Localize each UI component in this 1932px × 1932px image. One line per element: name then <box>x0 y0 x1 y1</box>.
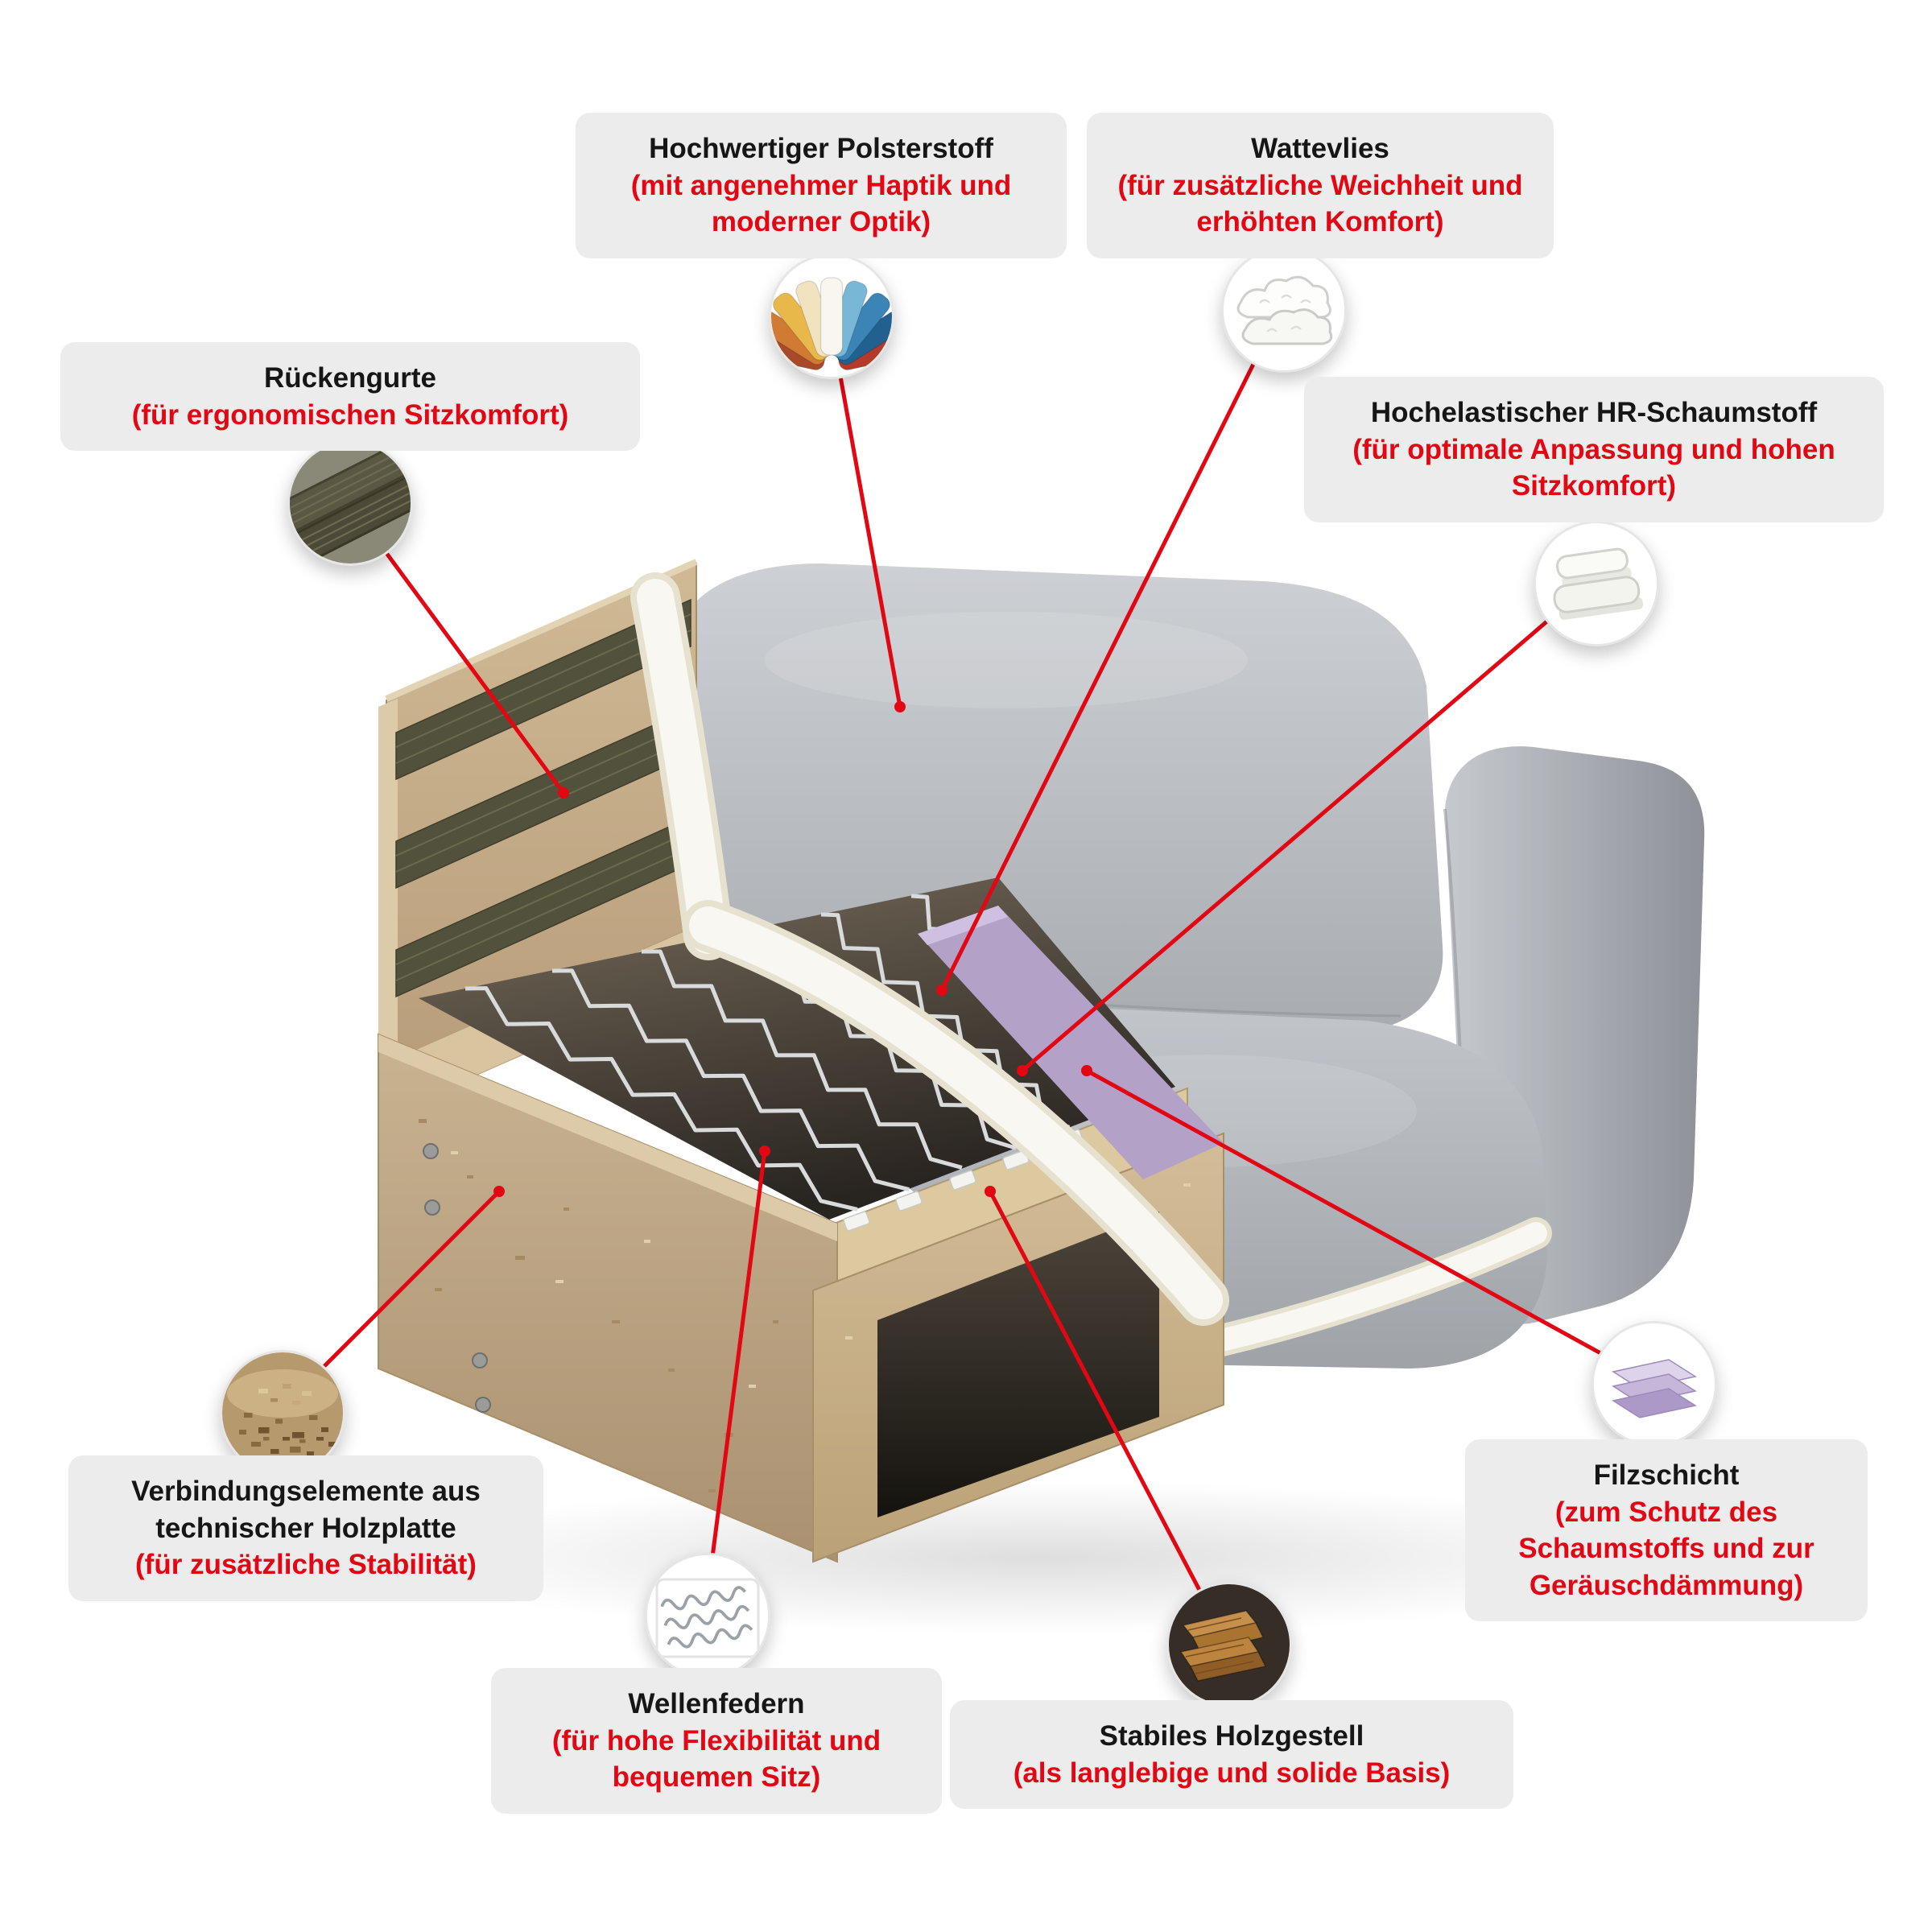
screws <box>423 1143 491 1413</box>
callout-title: Filzschicht <box>1593 1459 1740 1491</box>
callout-subtitle: (für zusätzliche Weichheit und erhöhten … <box>1117 169 1523 238</box>
callout-holzgestell: Stabiles Holzgestell (als langlebige und… <box>950 1700 1513 1809</box>
wood-planks-icon <box>1169 1584 1290 1705</box>
callout-icon-verbindungselemente <box>220 1350 345 1476</box>
callout-subtitle: (für ergonomischen Sitzkomfort) <box>131 398 569 431</box>
leader-line <box>1021 580 1596 1072</box>
callout-title: Hochwertiger Polsterstoff <box>649 133 993 164</box>
leader-line <box>1085 1068 1653 1384</box>
callout-title: Rückengurte <box>264 362 436 394</box>
callout-filzschicht: Filzschicht (zum Schutz des Schaumstoffs… <box>1465 1439 1868 1621</box>
leader-dots <box>493 701 1092 1197</box>
callout-icon-filzschicht <box>1591 1321 1717 1447</box>
foam-wadding-layer <box>630 572 1229 1326</box>
callout-icon-wellenfedern <box>645 1553 770 1678</box>
callout-icon-polsterstoff <box>769 254 894 379</box>
leader-line <box>939 306 1284 992</box>
felt-layers-icon <box>1594 1323 1715 1444</box>
callout-subtitle: (mit angenehmer Haptik und moderner Opti… <box>630 169 1012 238</box>
wave-springs-icon <box>647 1555 768 1676</box>
callout-subtitle: (für zusätzliche Stabilität) <box>135 1549 477 1580</box>
callout-icon-wattevlies <box>1221 247 1347 373</box>
leader-lines <box>279 306 1653 1644</box>
leader-line <box>988 1190 1229 1644</box>
callout-subtitle: (als langlebige und solide Basis) <box>1013 1757 1451 1789</box>
callout-polsterstoff: Hochwertiger Polsterstoff (mit angenehme… <box>576 113 1067 258</box>
callout-wellenfedern: Wellenfedern (für hohe Flexibilität und … <box>491 1668 942 1814</box>
bottom-foam-piping <box>1195 1217 1552 1359</box>
webbing-strap-icon <box>290 443 411 564</box>
foam-blocks-icon <box>1536 523 1657 644</box>
callout-title: Hochelastischer HR-Schaumstoff <box>1370 397 1818 428</box>
webbing-straps <box>395 598 691 998</box>
callout-title: Stabiles Holzgestell <box>1099 1720 1364 1752</box>
callout-icon-holzgestell <box>1166 1582 1292 1707</box>
leader-line <box>703 1150 767 1614</box>
fabric-swatches-icon <box>771 256 892 377</box>
callout-wattevlies: Wattevlies (für zusätzliche Weichheit un… <box>1087 113 1554 258</box>
callout-hr-schaumstoff: Hochelastischer HR-Schaumstoff (für opti… <box>1304 377 1884 522</box>
callout-title: Verbindungselemente aus technischer Holz… <box>131 1476 481 1544</box>
leader-line <box>827 313 902 708</box>
callout-verbindungselemente: Verbindungselemente aus technischer Holz… <box>68 1455 543 1601</box>
callout-icon-schaumstoff <box>1534 521 1659 646</box>
callout-title: Wattevlies <box>1251 133 1389 164</box>
wadding-icon <box>1224 250 1344 370</box>
callout-subtitle: (zum Schutz des Schaumstoffs und zur Ger… <box>1518 1496 1814 1601</box>
callout-subtitle: (für optimale Anpassung und hohen Sitzko… <box>1352 433 1835 502</box>
callout-rueckengurte: Rückengurte (für ergonomischen Sitzkomfo… <box>60 342 640 451</box>
felt-layer <box>918 906 1224 1179</box>
callout-subtitle: (für hohe Flexibilität und bequemen Sitz… <box>551 1724 881 1794</box>
callout-icon-rueckengurte <box>287 440 413 566</box>
chipboard-icon <box>222 1352 343 1473</box>
callout-title: Wellenfedern <box>628 1688 805 1719</box>
